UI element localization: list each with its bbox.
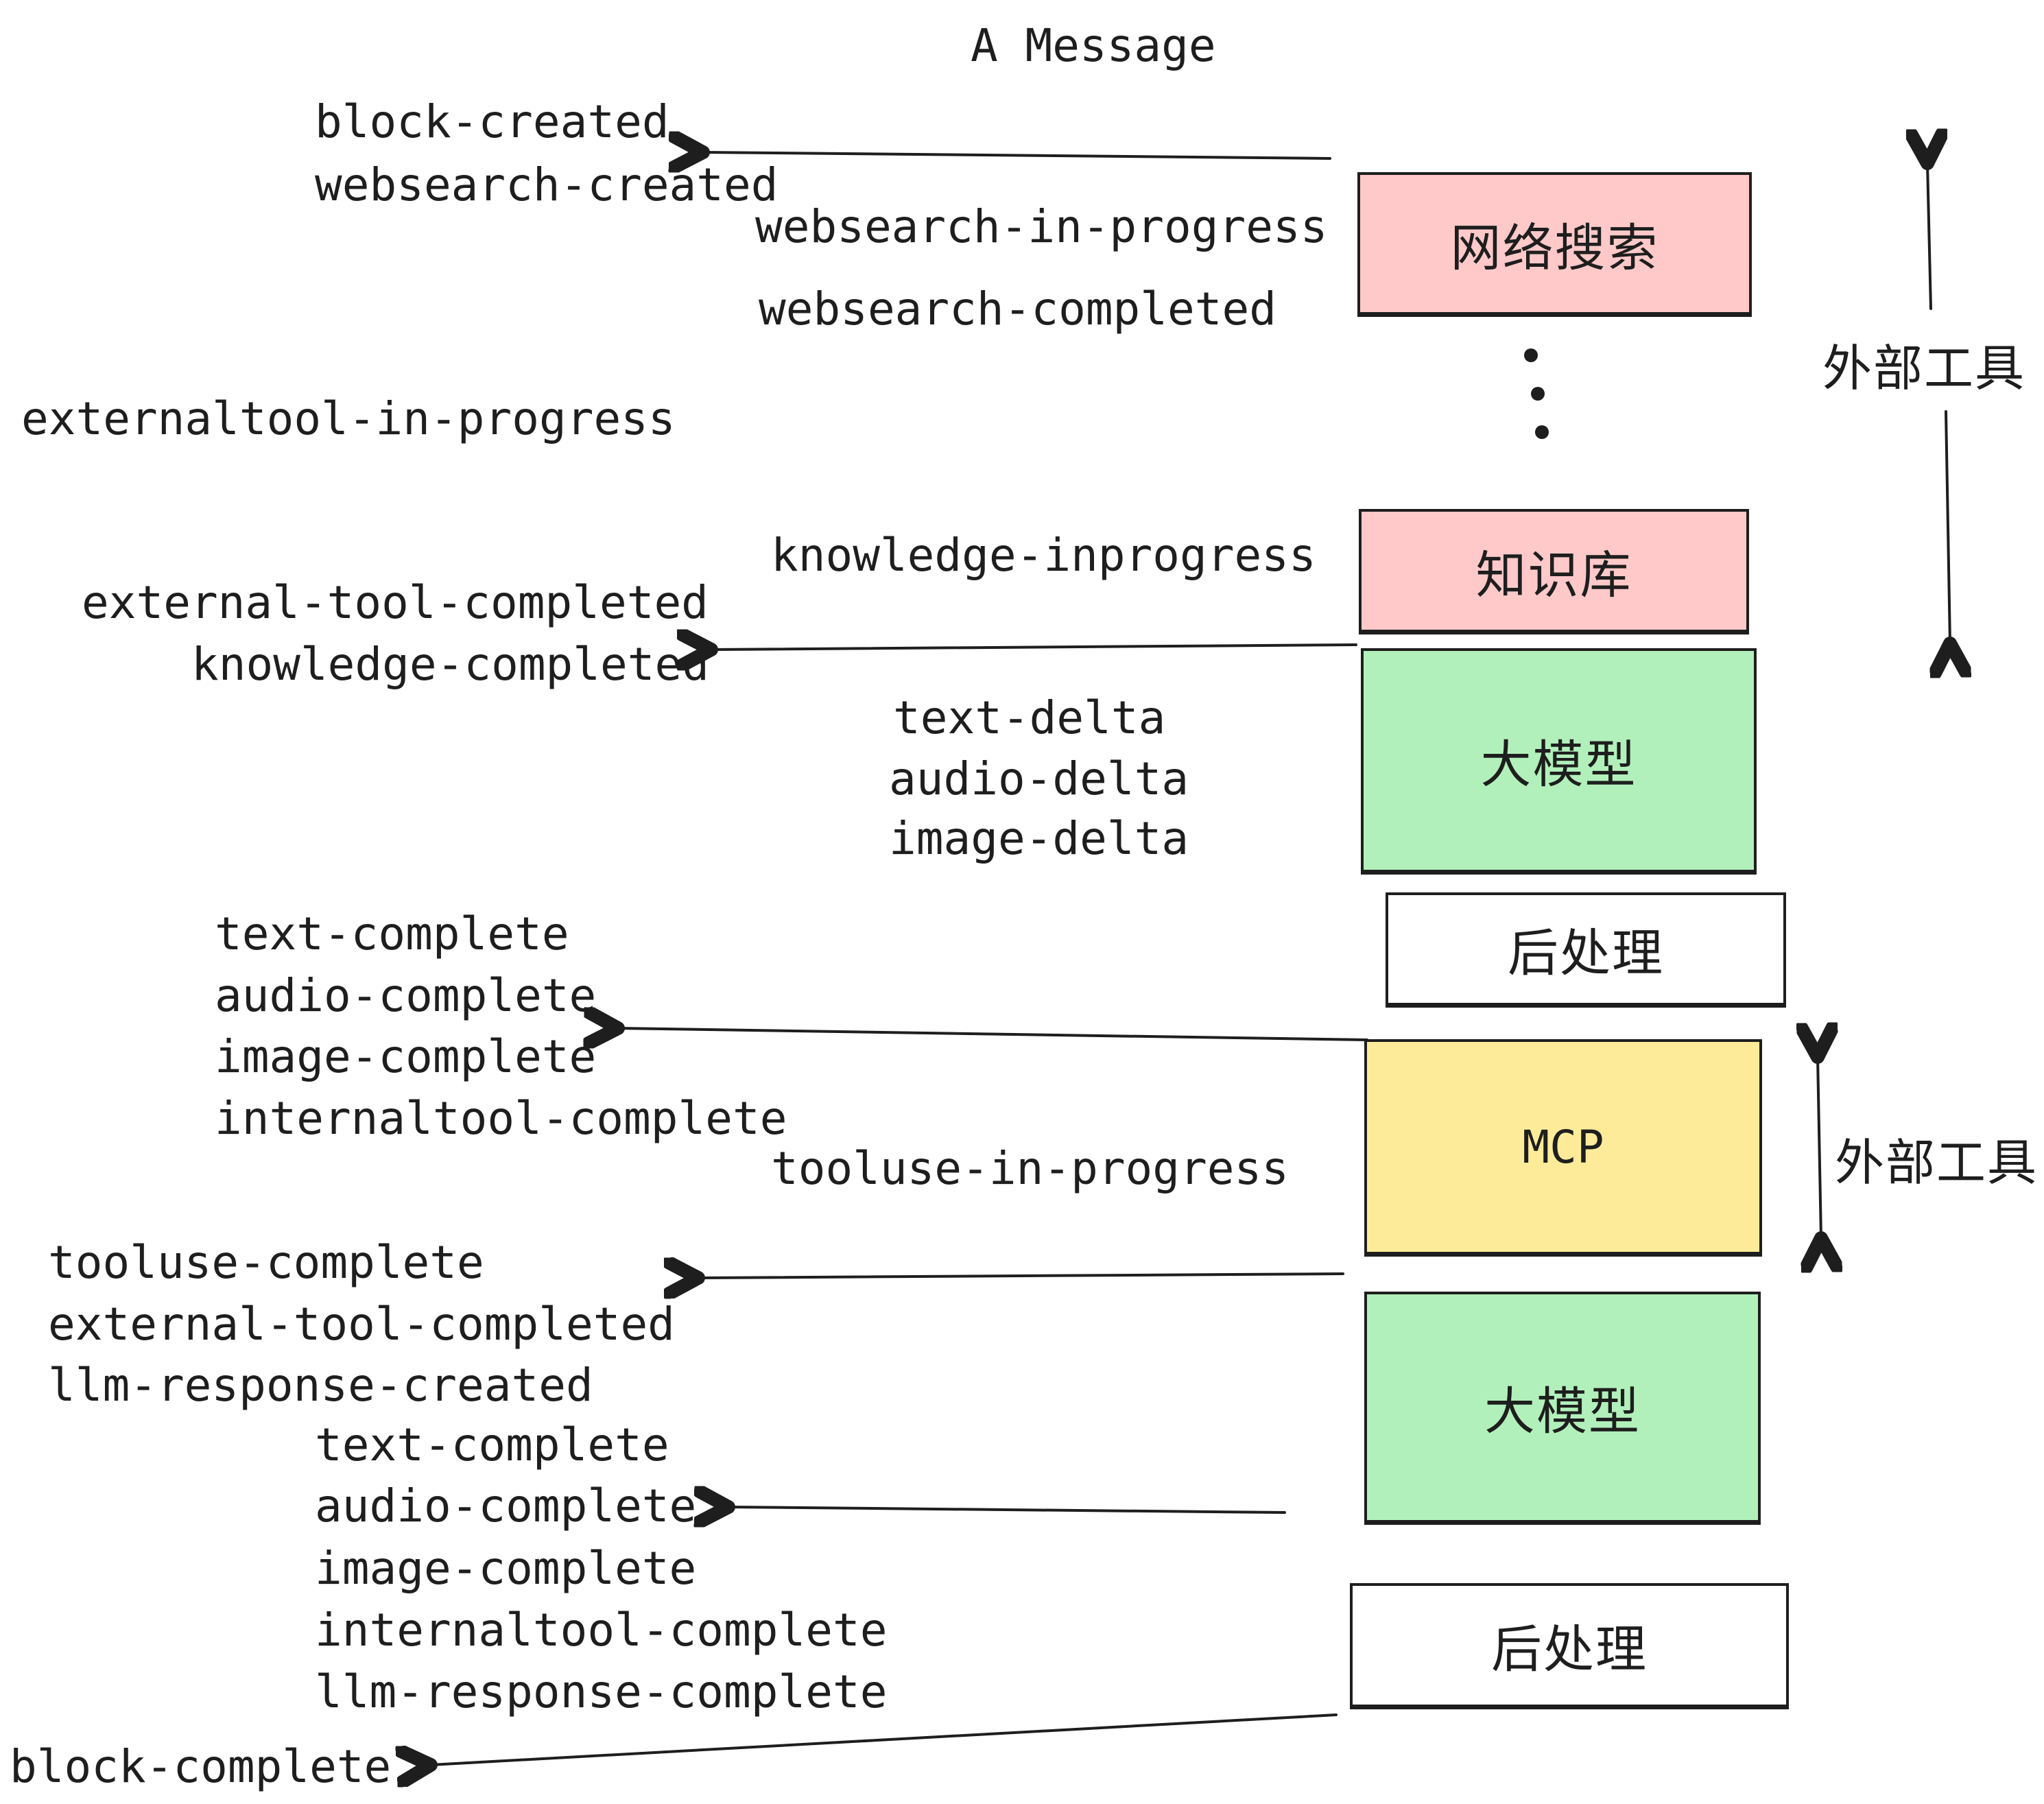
node-box-大模型: 大模型 bbox=[1364, 1292, 1761, 1525]
arrow-tooluse-complete bbox=[698, 1274, 1344, 1278]
node-box-MCP: MCP bbox=[1364, 1039, 1762, 1257]
event-label-block-created-1: block-created bbox=[315, 95, 669, 148]
event-label-knowledge-completed-8: knowledge-completed bbox=[191, 638, 709, 691]
event-label-externaltool-in-progress-5: externaltool-in-progress bbox=[21, 392, 676, 445]
arrow-mcp-external-tools bbox=[1818, 1057, 1821, 1238]
event-label-image-complete-22: image-complete bbox=[315, 1542, 697, 1595]
node-box-网络搜索: 网络搜索 bbox=[1357, 172, 1752, 317]
event-label-text-delta-9: text-delta bbox=[893, 691, 1166, 744]
event-label-websearch-in-progress-3: websearch-in-progress bbox=[755, 200, 1328, 253]
node-box-label: 网络搜索 bbox=[1450, 219, 1659, 276]
event-label-block-complete-25: block-complete bbox=[10, 1740, 392, 1793]
node-box-知识库: 知识库 bbox=[1359, 509, 1749, 634]
event-label-text-complete-20: text-complete bbox=[315, 1419, 669, 1471]
arrow-block-complete bbox=[431, 1713, 1338, 1765]
event-label-text-complete-12: text-complete bbox=[215, 907, 569, 960]
event-label-image-delta-11: image-delta bbox=[889, 812, 1189, 865]
node-box-后处理: 后处理 bbox=[1386, 892, 1786, 1008]
side-label-external-tools-1: 外部工具 bbox=[1822, 342, 2026, 396]
node-box-label: 知识库 bbox=[1475, 546, 1632, 604]
arrow-websearch-created bbox=[703, 152, 1331, 158]
event-label-audio-delta-10: audio-delta bbox=[889, 752, 1189, 805]
arrow-external-tools-up bbox=[1927, 163, 1931, 310]
event-label-audio-complete-21: audio-complete bbox=[315, 1480, 697, 1532]
node-box-label: 大模型 bbox=[1484, 1383, 1641, 1440]
event-label-knowledge-inprogress-6: knowledge-inprogress bbox=[771, 529, 1316, 582]
event-label-websearch-created-2: websearch-created bbox=[315, 158, 779, 211]
event-label-audio-complete-13: audio-complete bbox=[215, 969, 597, 1022]
event-label-websearch-completed-4: websearch-completed bbox=[759, 283, 1276, 335]
event-label-external-tool-completed-18: external-tool-completed bbox=[48, 1298, 675, 1351]
arrow-internaltool-complete bbox=[618, 1028, 1368, 1040]
arrow-knowledge-completed bbox=[711, 645, 1357, 650]
node-box-label: MCP bbox=[1522, 1120, 1604, 1174]
event-label-tooluse-in-progress-16: tooluse-in-progress bbox=[771, 1142, 1289, 1195]
event-label-internaltool-complete-15: internaltool-complete bbox=[215, 1092, 787, 1145]
page-title: A Message bbox=[971, 19, 1216, 72]
node-box-大模型: 大模型 bbox=[1361, 648, 1757, 875]
side-label-external-tools-2: 外部工具 bbox=[1835, 1136, 2039, 1191]
arrow-llm-response-complete bbox=[728, 1507, 1286, 1512]
event-label-llm-response-created-19: llm-response-created bbox=[48, 1359, 593, 1412]
node-box-后处理: 后处理 bbox=[1350, 1583, 1789, 1709]
event-label-image-complete-14: image-complete bbox=[215, 1030, 597, 1083]
event-label-internaltool-complete-23: internaltool-complete bbox=[315, 1604, 888, 1657]
arrow-external-tools-down bbox=[1946, 410, 1950, 643]
event-label-external-tool-completed-7: external-tool-completed bbox=[82, 576, 709, 629]
node-box-label: 后处理 bbox=[1491, 1621, 1648, 1678]
node-box-label: 后处理 bbox=[1508, 925, 1664, 982]
ellipsis-dots bbox=[1524, 348, 1549, 439]
node-box-label: 大模型 bbox=[1480, 736, 1637, 793]
event-label-llm-response-complete-24: llm-response-complete bbox=[315, 1665, 888, 1718]
event-label-tooluse-complete-17: tooluse-complete bbox=[48, 1236, 484, 1289]
